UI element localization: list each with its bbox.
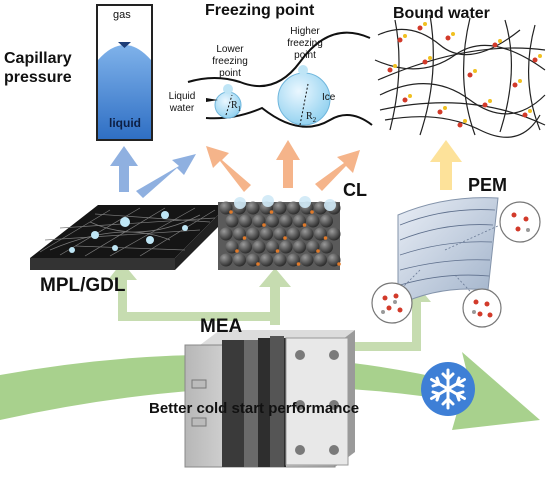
cl-sphere [266,240,279,254]
cl-catalyst-dot [229,210,233,214]
cl-catalyst-dot [235,249,239,253]
cl-sphere [273,201,287,215]
cl-sphere [327,253,341,267]
cl-sphere [225,240,239,254]
liquid-label: liquid [109,116,141,130]
cl-catalyst-dot [316,249,320,253]
cl-sphere [260,253,273,267]
cl-catalyst-dot [262,223,266,227]
cl-catalyst-dot [302,223,307,227]
cl-sphere [266,214,279,228]
higher-fp-nub [298,65,308,75]
gas-label: gas [113,9,131,21]
cl-sphere [320,214,333,228]
cl-sphere [246,227,260,241]
bound-water-molecules [387,22,542,128]
pem-cluster-molecules [381,212,530,318]
cl-catalyst-dot [256,262,260,266]
polymer-network [374,14,546,138]
mpl-gdl-plate [30,205,228,270]
radius-r1 [225,94,233,116]
cl-label: CL [343,180,367,200]
cold-start-label: Better cold start performance [149,400,360,417]
cl-sphere [306,214,320,228]
cl-catalyst-dot [323,236,328,240]
cl-sphere [314,253,327,267]
cl-sphere [287,201,300,215]
cl-sphere [260,227,273,241]
cl-water-droplet [299,196,311,208]
cl-sphere [293,240,306,254]
snowflake-icon [421,362,475,416]
cl-sphere [219,227,233,241]
cl-sphere [239,240,252,254]
bound-water-title: Bound water [393,5,490,22]
capillary-pressure-label: Capillary pressure [4,50,72,86]
cl-sphere [279,214,293,228]
cl-layer [218,195,341,270]
cl-sphere [327,227,341,241]
mea-stack [184,330,355,468]
cl-sphere [320,240,333,254]
higher-freezing-point-label: Higher freezing point [287,26,323,61]
pem-label: PEM [468,175,508,195]
cl-water-droplet [324,199,336,211]
cl-catalyst-dot [337,262,341,266]
pore-channel [187,31,373,128]
blue-arrows [110,146,196,198]
orange-arrows [206,140,360,192]
cl-sphere [252,214,266,228]
cl-sphere [219,253,233,267]
cl-sphere [246,201,260,215]
cl-sphere [233,253,246,267]
cl-sphere [287,227,300,241]
cl-catalyst-dot [242,236,247,240]
cl-sphere [314,201,327,215]
mea-label: MEA [200,316,243,337]
cl-sphere [273,227,287,241]
r2-label: R2 [306,111,317,124]
cl-sphere [225,214,239,228]
cl-sphere [252,240,266,254]
cl-catalyst-dot [269,210,274,214]
cl-catalyst-dot [275,249,280,253]
cl-sphere [300,227,314,241]
cl-sphere [233,227,246,241]
cl-catalyst-dot [283,236,287,240]
cl-sphere [300,253,314,267]
cl-sphere [246,253,260,267]
r1-label: R1 [231,100,242,113]
ice-label: Ice [322,92,336,103]
cl-water-droplet [234,197,246,209]
green-swoosh-arrow [0,352,540,430]
capillary-tube [96,4,153,141]
liquid-water-label: Liquid water [168,91,196,114]
cl-sphere [273,253,287,267]
cl-catalyst-dot [310,210,314,214]
cl-sphere [314,227,327,241]
liquid-water-pointer [206,98,218,102]
cl-water-droplet [262,195,274,207]
pem-membrane [397,197,501,306]
mpl-gdl-label: MPL/GDL [40,275,126,296]
cl-sphere [239,214,252,228]
cl-sphere [287,253,300,267]
yellow-arrow [430,140,462,190]
cl-sphere [219,201,233,215]
radius-r2 [299,83,309,126]
cl-sphere [293,214,306,228]
cl-catalyst-dot [296,262,301,266]
lower-freezing-point-label: Lower freezing point [212,44,248,79]
cl-sphere [306,240,320,254]
freezing-point-title: Freezing point [205,2,315,19]
lower-fp-nub [223,84,233,94]
cl-sphere [279,240,293,254]
